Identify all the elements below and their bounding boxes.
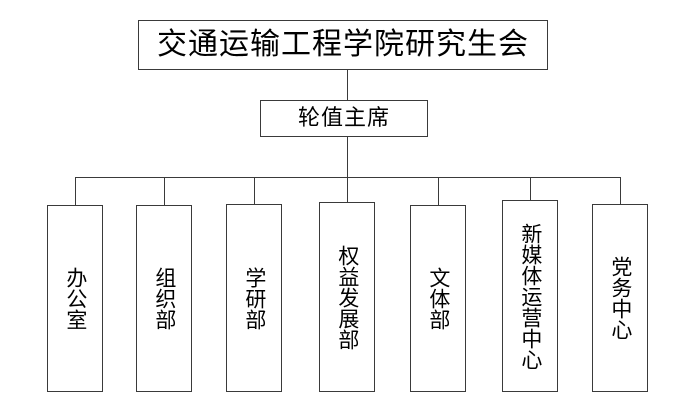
org-node-dept-2-label: 组织部 [152, 267, 177, 330]
org-node-dept-1-label: 办公室 [63, 267, 88, 330]
connector-horizontal-bus [75, 177, 621, 178]
org-node-dept-6[interactable]: 新媒体运营中心 [502, 200, 558, 392]
org-node-dept-4[interactable]: 权益发展部 [319, 202, 375, 392]
org-node-dept-5[interactable]: 文体部 [410, 205, 466, 392]
org-node-dept-3[interactable]: 学研部 [226, 204, 282, 392]
org-node-dept-4-label: 权益发展部 [335, 244, 360, 350]
org-node-dept-7-label: 党务中心 [608, 256, 633, 340]
org-node-root-label: 交通运输工程学院研究生会 [157, 27, 529, 62]
connector-drop-7 [620, 177, 621, 204]
org-node-dept-3-label: 学研部 [242, 266, 267, 330]
connector-drop-6 [530, 177, 531, 200]
connector-drop-4 [347, 177, 348, 202]
org-node-root[interactable]: 交通运输工程学院研究生会 [138, 20, 548, 70]
org-node-chair-label: 轮值主席 [297, 105, 390, 131]
connector-drop-2 [164, 177, 165, 205]
connector-root-to-chair [347, 70, 348, 100]
connector-drop-1 [75, 177, 76, 205]
org-node-dept-7[interactable]: 党务中心 [592, 204, 648, 392]
connector-drop-5 [438, 177, 439, 205]
org-node-dept-5-label: 文体部 [426, 267, 451, 330]
org-node-dept-6-label: 新媒体运营中心 [518, 222, 543, 370]
org-node-dept-1[interactable]: 办公室 [47, 205, 103, 392]
org-node-chair[interactable]: 轮值主席 [260, 100, 428, 137]
connector-chair-to-bus [347, 137, 348, 178]
org-node-dept-2[interactable]: 组织部 [136, 205, 192, 392]
connector-drop-3 [254, 177, 255, 204]
